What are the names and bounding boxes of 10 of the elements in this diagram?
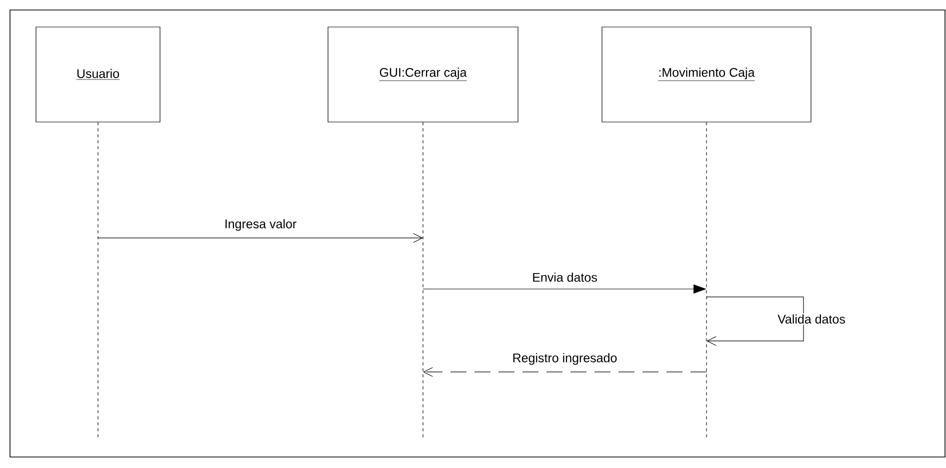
message-label: Envia datos: [533, 272, 597, 282]
message-arrow: [98, 233, 423, 243]
message-label: Registro ingresado: [513, 353, 617, 365]
message-arrow: [423, 367, 707, 377]
message-label: Valida datos: [778, 314, 845, 324]
object-box: Usuario: [36, 26, 160, 122]
object-box: :Movimiento Caja: [602, 26, 812, 122]
message-label: Ingresa valor: [226, 219, 296, 231]
message-arrow: [706, 296, 804, 346]
object-box: GUI:Cerrar caja: [328, 26, 518, 122]
